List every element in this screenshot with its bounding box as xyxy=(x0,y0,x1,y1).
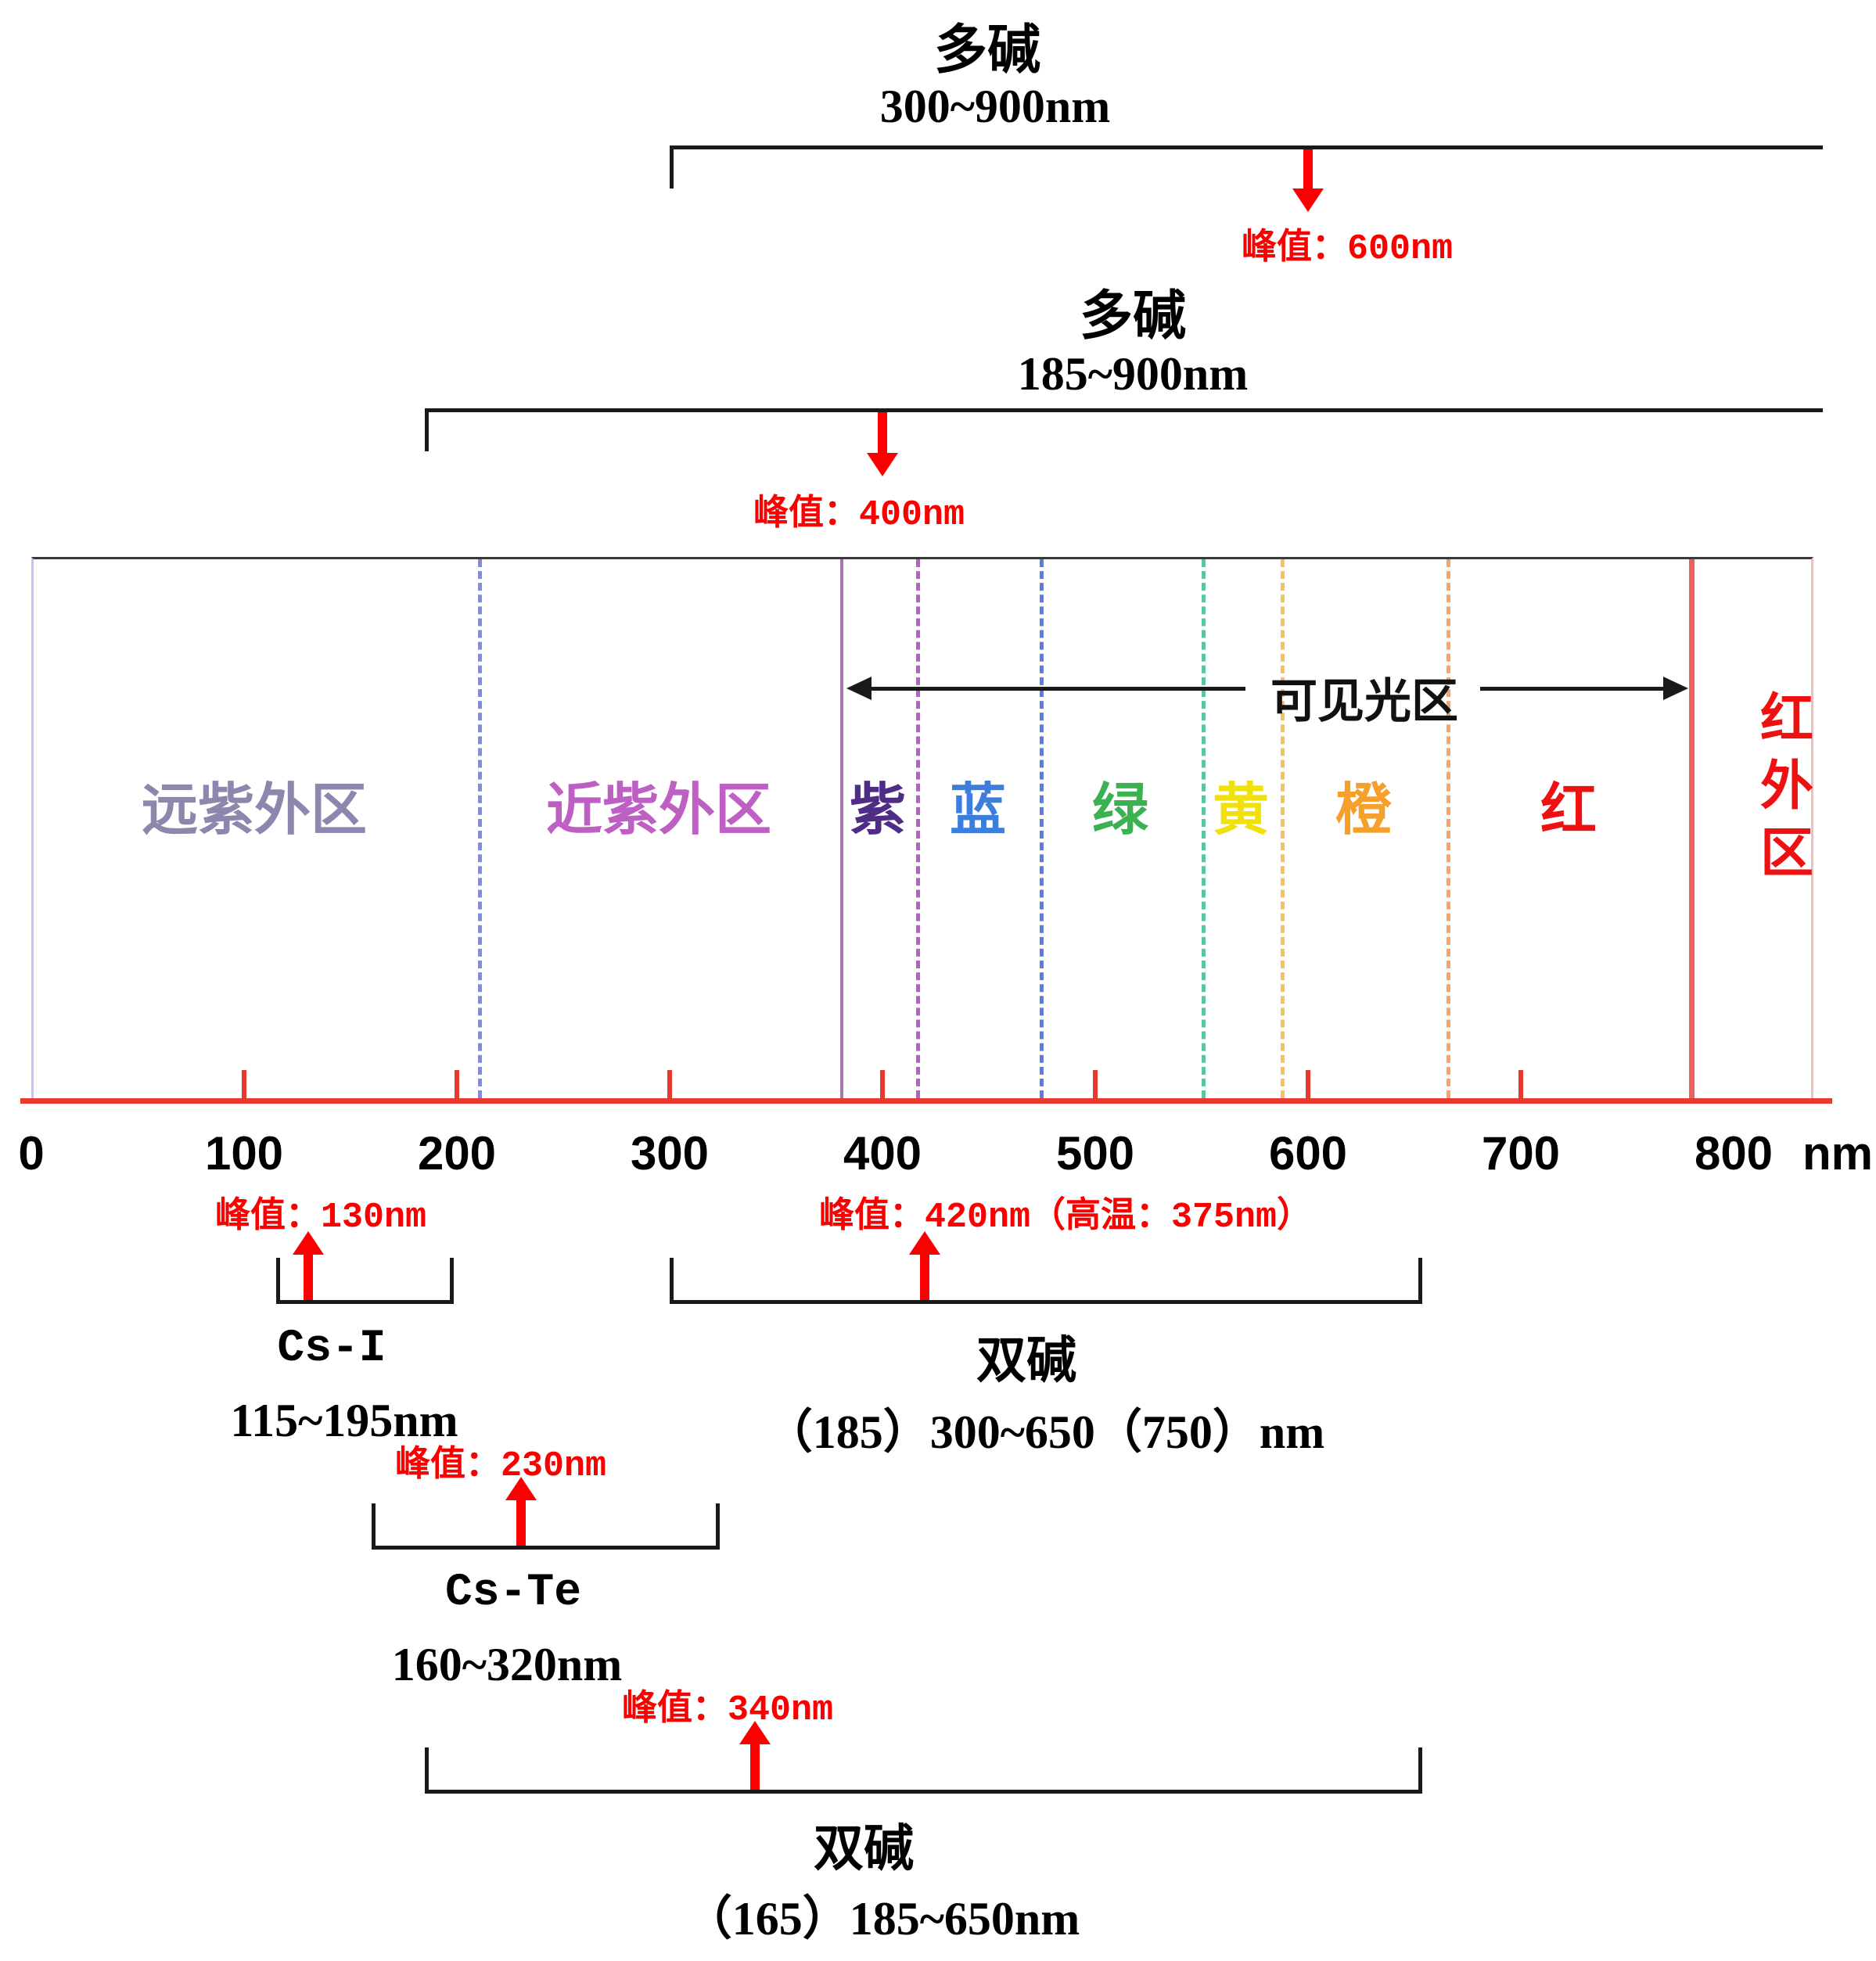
axis-label-400: 400 xyxy=(843,1127,922,1180)
arrow-head xyxy=(505,1477,537,1500)
material-range: 300~900nm xyxy=(879,81,1111,132)
region-label-blue: 蓝 xyxy=(949,779,1007,842)
boundary-line-far-near-uv xyxy=(478,559,482,1098)
arrow-line xyxy=(867,687,1245,691)
material-range: （165）185~650nm xyxy=(685,1893,1080,1945)
material-title: 多碱 xyxy=(933,20,1041,80)
axis-label-700: 700 xyxy=(1481,1127,1561,1180)
peak-label: 峰值：230nm xyxy=(394,1446,607,1486)
axis-label-100: 100 xyxy=(204,1127,284,1180)
range-bracket xyxy=(425,1747,1422,1794)
arrow-shaft xyxy=(516,1497,526,1546)
peak-label: 峰值：340nm xyxy=(621,1690,834,1730)
axis-tick-mark xyxy=(1306,1070,1310,1098)
material-range: 185~900nm xyxy=(1017,348,1249,400)
region-label-infrared: 红外区 xyxy=(1759,689,1813,883)
arrow-head xyxy=(1663,677,1688,700)
peak-label: 峰值：600nm xyxy=(1241,229,1454,269)
boundary-line-yellow-orange xyxy=(1281,559,1285,1098)
material-title: 双碱 xyxy=(814,1820,914,1877)
region-label-orange: 橙 xyxy=(1335,779,1393,842)
axis-label-200: 200 xyxy=(417,1127,497,1180)
axis-tick-mark xyxy=(1093,1070,1098,1098)
material-title: Cs-Te xyxy=(444,1568,582,1618)
axis-label-500: 500 xyxy=(1055,1127,1135,1180)
material-range: 160~320nm xyxy=(391,1639,623,1690)
axis-unit-label: nm xyxy=(1802,1127,1873,1180)
boundary-line-violet-blue xyxy=(916,559,920,1098)
arrow-head xyxy=(846,677,872,700)
axis-tick-mark xyxy=(1518,1070,1523,1098)
arrow-shaft xyxy=(920,1252,929,1300)
region-label-green: 绿 xyxy=(1091,779,1149,842)
arrow-head xyxy=(293,1231,324,1255)
region-label-near-uv: 近紫外区 xyxy=(545,779,772,842)
axis-label-0: 0 xyxy=(18,1127,45,1180)
range-bracket xyxy=(276,1258,454,1304)
axis-tick-mark xyxy=(667,1070,672,1098)
axis-label-300: 300 xyxy=(630,1127,710,1180)
boundary-line-green-yellow xyxy=(1202,559,1206,1098)
material-title: 双碱 xyxy=(976,1332,1076,1388)
arrow-line xyxy=(1480,687,1668,691)
arrow-head xyxy=(1292,189,1324,212)
material-title: Cs-I xyxy=(277,1323,386,1374)
range-bracket xyxy=(425,408,1823,451)
boundary-line-orange-red xyxy=(1447,559,1450,1098)
chart-area xyxy=(31,557,1813,1101)
bracket-tick xyxy=(670,149,674,189)
arrow-shaft xyxy=(750,1741,760,1790)
visible-start-line xyxy=(840,559,843,1098)
axis-tick-mark xyxy=(880,1070,885,1098)
arrow-head xyxy=(909,1231,940,1255)
arrow-shaft xyxy=(878,412,887,456)
arrow-shaft xyxy=(304,1252,313,1300)
arrow-head xyxy=(739,1721,771,1744)
axis-label-600: 600 xyxy=(1268,1127,1348,1180)
range-bracket xyxy=(372,1503,720,1550)
material-range: （185）300~650（750）nm xyxy=(765,1406,1325,1458)
bracket-tick xyxy=(425,412,429,451)
arrow-head xyxy=(867,453,898,476)
visible-region-label: 可见光区 xyxy=(1270,675,1458,727)
range-bracket xyxy=(670,1258,1422,1304)
axis-label-800: 800 xyxy=(1694,1127,1774,1180)
region-label-far-uv: 远紫外区 xyxy=(141,779,368,842)
axis-tick-mark xyxy=(242,1070,246,1098)
peak-label: 峰值：420nm（高温：375nm） xyxy=(818,1198,1313,1237)
peak-label: 峰值：130nm xyxy=(214,1198,427,1237)
infrared-start-line xyxy=(1689,559,1695,1098)
peak-label: 峰值：400nm xyxy=(753,495,965,535)
material-range: 115~195nm xyxy=(230,1395,458,1446)
x-axis-line xyxy=(20,1098,1832,1104)
material-title: 多碱 xyxy=(1079,286,1187,346)
arrow-shaft xyxy=(1303,149,1313,192)
region-label-violet: 紫 xyxy=(849,779,907,842)
region-label-yellow: 黄 xyxy=(1212,779,1270,842)
axis-tick-mark xyxy=(455,1070,459,1098)
region-label-red: 红 xyxy=(1540,779,1597,842)
range-bracket xyxy=(670,145,1823,189)
boundary-line-blue-green xyxy=(1040,559,1044,1098)
